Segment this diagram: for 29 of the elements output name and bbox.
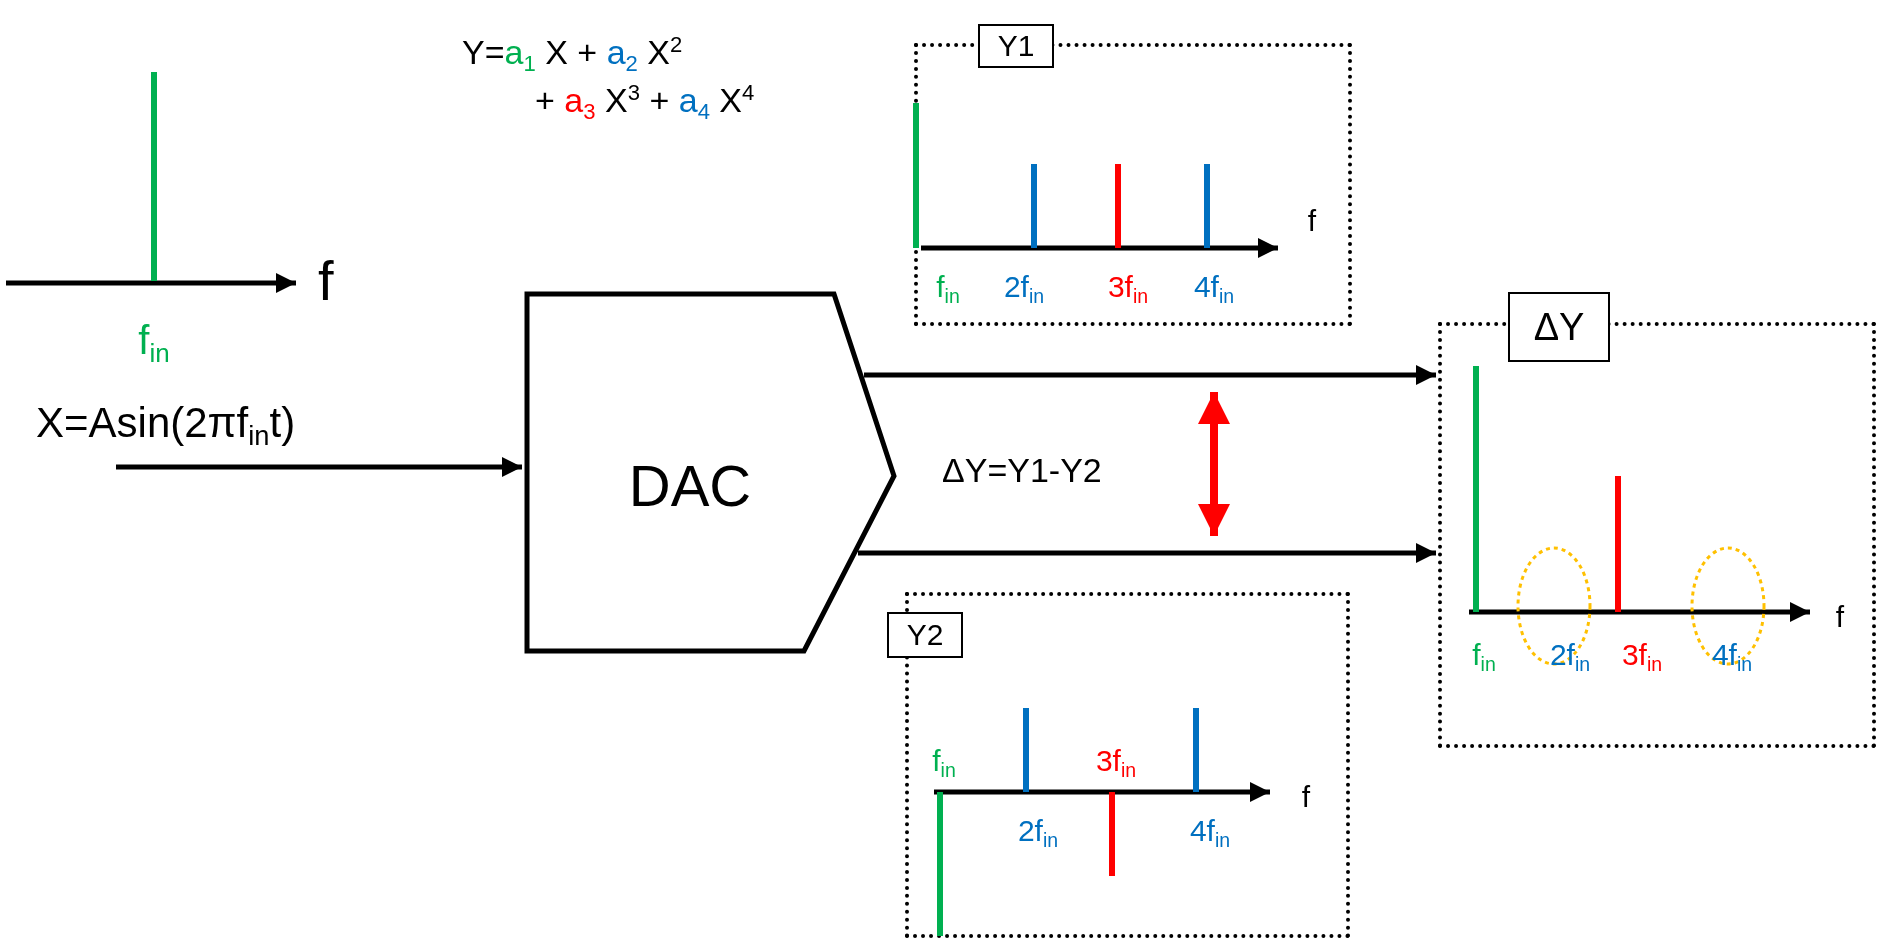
frequency-label: 2f$_{in}$	[1003, 270, 1045, 303]
arrow	[864, 365, 1436, 385]
equation-text: ΔY=Y1-Y2	[942, 452, 1102, 490]
chart-title: ΔY	[1508, 292, 1610, 362]
block-label: DAC	[628, 454, 752, 518]
frequency-label: 2f$_{in}$	[1017, 814, 1059, 847]
axis-label: f	[1835, 599, 1845, 633]
chart-title: Y1	[978, 24, 1054, 68]
frequency-label: 2f$_{in}$	[1549, 638, 1591, 671]
arrow	[858, 543, 1436, 563]
axis-label: f	[318, 250, 334, 312]
axis-label: f	[1307, 203, 1317, 237]
frequency-label: f$_{in}$	[1472, 638, 1496, 671]
frequency-label: 3f$_{in}$	[1107, 270, 1149, 303]
frequency-label: f$_{in}$	[936, 270, 960, 303]
frequency-label: f$_{in}$	[932, 744, 956, 777]
frequency-label: 4f$_{in}$	[1711, 638, 1753, 671]
frequency-label: 3f$_{in}$	[1095, 744, 1137, 777]
frequency-label: f$_{in}$	[138, 318, 170, 362]
frequency-label: 4f$_{in}$	[1193, 270, 1235, 303]
equation-text: + a$_{3}$ X$^{3}$ + a$_{4}$ X$^{4}$	[535, 82, 755, 120]
frequency-label: 4f$_{in}$	[1189, 814, 1231, 847]
equation-text: Y=a$_{1}$ X + a$_{2}$ X$^{2}$	[462, 34, 683, 72]
edge-label: X=Asin(2πf$_{in}$t)	[36, 400, 296, 447]
arrow	[116, 457, 522, 477]
dac-block	[524, 291, 898, 654]
axis-label: f	[1301, 779, 1311, 813]
chart-title: Y2	[887, 612, 963, 658]
frequency-label: 3f$_{in}$	[1621, 638, 1663, 671]
